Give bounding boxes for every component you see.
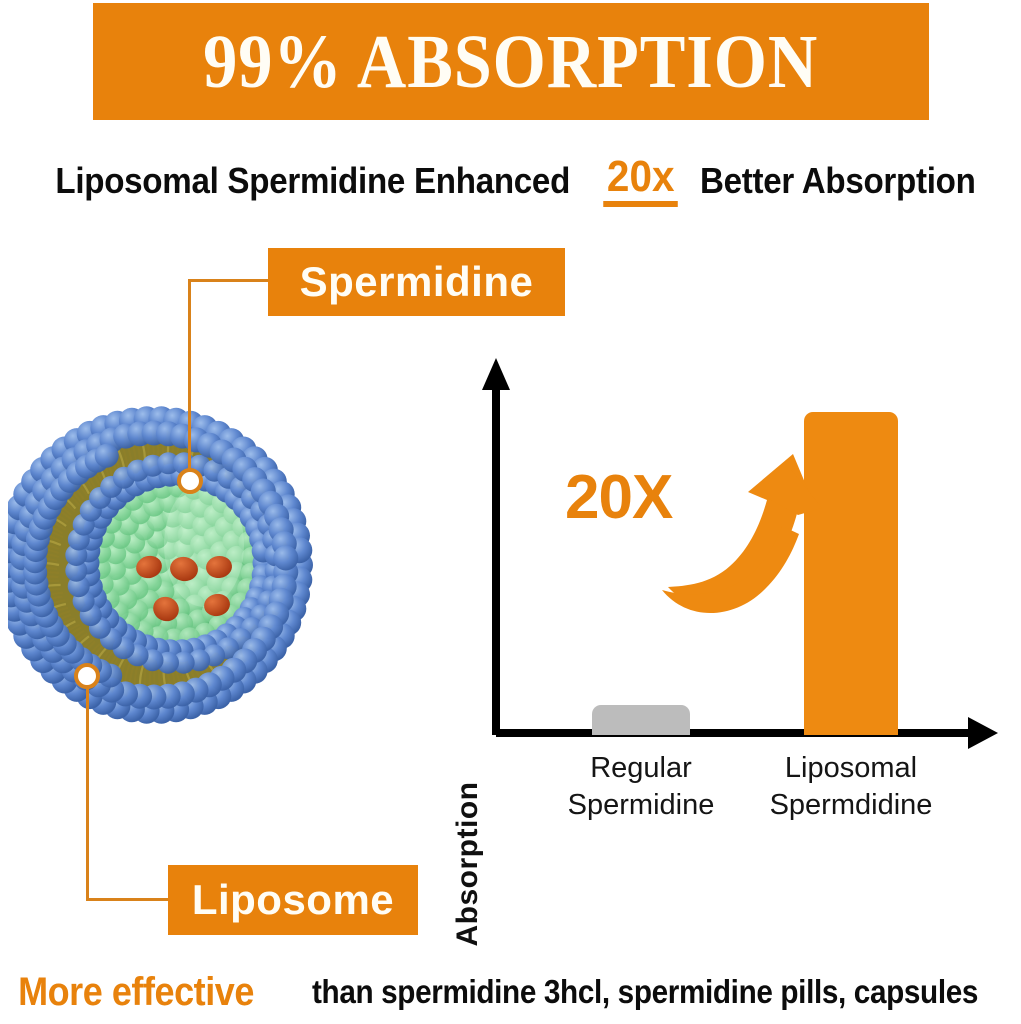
subtitle: Liposomal Spermidine Enhanced 20x Better… [0, 153, 1021, 209]
footer-tagline: More effective than spermidine 3hcl, spe… [0, 968, 1021, 1016]
y-axis-arrowhead [482, 358, 510, 390]
liposome-svg [0, 406, 313, 724]
liposome-illustration [0, 355, 338, 780]
x-tick-label-liposomal-line1: Liposomal [784, 752, 918, 784]
absorption-bar-chart: Absorption 20X Regular Spermidine Liposo… [430, 350, 1021, 947]
spermidine-leader-line-horizontal [188, 279, 270, 282]
x-tick-label-liposomal-line2: Spermdidine [769, 789, 933, 822]
x-axis-arrowhead [968, 717, 998, 749]
x-tick-label-regular-line2: Spermidine [567, 789, 715, 822]
subtitle-part2: Better Absorption [700, 160, 976, 201]
footer-tagline-strong: More effective [18, 969, 255, 1014]
bar-liposomal-spermidine [804, 412, 898, 735]
chart-annotation-20x: 20X [565, 463, 673, 532]
bar-regular-spermidine [592, 705, 690, 735]
liposome-leader-line-horizontal [86, 898, 171, 901]
x-tick-label-regular-spermidine: Regular Spermidine [541, 750, 741, 824]
footer-tagline-rest: than spermidine 3hcl, spermidine pills, … [312, 973, 979, 1010]
spermidine-callout-dot [177, 468, 203, 494]
subtitle-part1: Liposomal Spermidine Enhanced [55, 160, 571, 201]
callout-label-spermidine: Spermidine [268, 248, 565, 316]
callout-label-liposome: Liposome [168, 865, 418, 935]
spermidine-leader-line-vertical [188, 281, 191, 481]
header-banner: 99% ABSORPTION [93, 3, 929, 120]
liposome-leader-line-vertical [86, 677, 89, 900]
liposome-callout-dot [74, 663, 100, 689]
spermidine-payload-particles [136, 555, 232, 622]
callout-label-liposome-text: Liposome [191, 876, 395, 923]
y-axis-label: Absorption [451, 781, 484, 947]
x-tick-label-liposomal-spermidine: Liposomal Spermdidine [751, 750, 951, 824]
x-tick-label-regular-line1: Regular [590, 752, 692, 784]
page-title: 99% ABSORPTION [203, 19, 819, 104]
callout-label-spermidine-text: Spermidine [299, 258, 534, 305]
subtitle-highlight-20x: 20x [602, 155, 678, 207]
